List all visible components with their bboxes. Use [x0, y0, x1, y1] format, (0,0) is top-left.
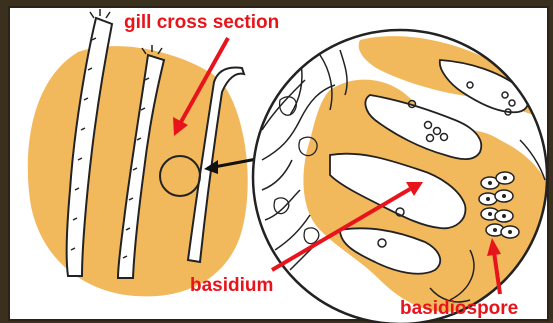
cap-slice: [28, 9, 248, 296]
label-gill-cross-section-text: gill cross section: [124, 12, 279, 33]
label-basidiospore-text: basidiospore: [400, 298, 518, 319]
label-basidium-text: basidium: [190, 275, 273, 296]
magnified-gill-section: [253, 30, 553, 323]
upper-spores: [503, 50, 529, 75]
